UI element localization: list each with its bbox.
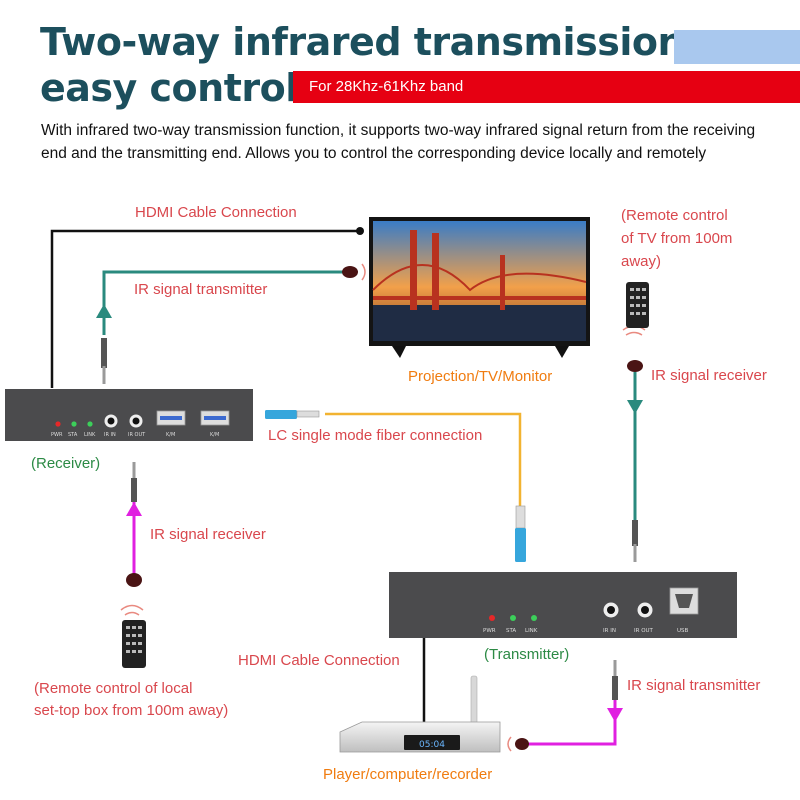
label-hdmi-bottom: HDMI Cable Connection <box>238 652 400 669</box>
transmitter-box <box>389 572 737 638</box>
transmitter-led-link: LINK <box>525 628 538 634</box>
band-badge: For 28Khz-61Khz band <box>293 71 800 103</box>
label-remote-local-line1: (Remote control of local <box>34 680 193 697</box>
label-transmitter: (Transmitter) <box>484 646 570 663</box>
remote-control-icon <box>622 282 649 336</box>
ir-receive-cable-right <box>627 372 643 562</box>
label-ir-transmitter-bottom: IR signal transmitter <box>627 677 761 694</box>
audio-jack-icon <box>131 462 137 502</box>
intro-paragraph: With infrared two-way transmission funct… <box>41 122 756 162</box>
label-remote-tv-line2: of TV from 100m <box>621 230 733 247</box>
receiver-led-sta: STA <box>68 432 78 438</box>
label-remote-tv-line1: (Remote control <box>621 207 728 224</box>
remote-control-icon <box>120 604 146 668</box>
label-player: Player/computer/recorder <box>323 766 493 783</box>
ir-transmit-cable-top <box>96 270 346 384</box>
ir-receiver-icon <box>627 360 643 372</box>
receiver-port-ir-in: IR IN <box>104 432 116 438</box>
audio-jack-icon <box>612 660 618 700</box>
set-top-box-icon: 05:04 <box>339 675 501 753</box>
transmitter-led-pwr: PWR <box>483 628 496 634</box>
transmitter-port-ir-out: IR OUT <box>634 628 654 634</box>
transmitter-led-sta: STA <box>506 628 516 634</box>
receiver-port-ir-out: IR OUT <box>128 432 146 438</box>
receiver-led-pwr: PWR <box>51 432 63 438</box>
transmitter-port-ir-in: IR IN <box>603 628 616 634</box>
receiver-box <box>5 389 253 441</box>
page-title-line2: easy control <box>40 66 298 110</box>
hdmi-cable-bottom <box>420 638 428 732</box>
player-display-readout: 05:04 <box>419 740 445 750</box>
lc-fiber-connector-icon <box>265 410 526 562</box>
fiber-cable <box>325 412 522 508</box>
tv-icon <box>369 217 590 358</box>
receiver-port-km-2: K/M <box>210 432 219 438</box>
label-display: Projection/TV/Monitor <box>408 368 553 385</box>
receiver-led-link: LINK <box>84 432 96 438</box>
ir-emitter-icon <box>342 263 366 281</box>
label-ir-receiver-right: IR signal receiver <box>651 367 767 384</box>
hdmi-cable-top <box>50 227 364 388</box>
title-accent-bar <box>674 30 800 64</box>
label-receiver: (Receiver) <box>31 455 101 472</box>
label-fiber: LC single mode fiber connection <box>268 427 483 444</box>
ir-receive-cable-left <box>126 502 142 587</box>
label-remote-local-line2: set-top box from 100m away) <box>34 702 229 719</box>
label-hdmi-top: HDMI Cable Connection <box>135 204 297 221</box>
label-remote-tv-line3: away) <box>621 253 662 270</box>
label-ir-transmitter-top: IR signal transmitter <box>134 281 268 298</box>
label-remote-tv: (Remote control of TV from 100m away) <box>621 204 732 273</box>
ir-transmit-cable-bottom <box>507 700 623 752</box>
label-ir-receiver-left: IR signal receiver <box>150 526 266 543</box>
page-title-line1: Two-way infrared transmission <box>40 20 685 64</box>
transmitter-port-usb: USB <box>677 628 689 634</box>
label-remote-local: (Remote control of local set-top box fro… <box>34 678 228 722</box>
receiver-port-km-1: K/M <box>166 432 175 438</box>
